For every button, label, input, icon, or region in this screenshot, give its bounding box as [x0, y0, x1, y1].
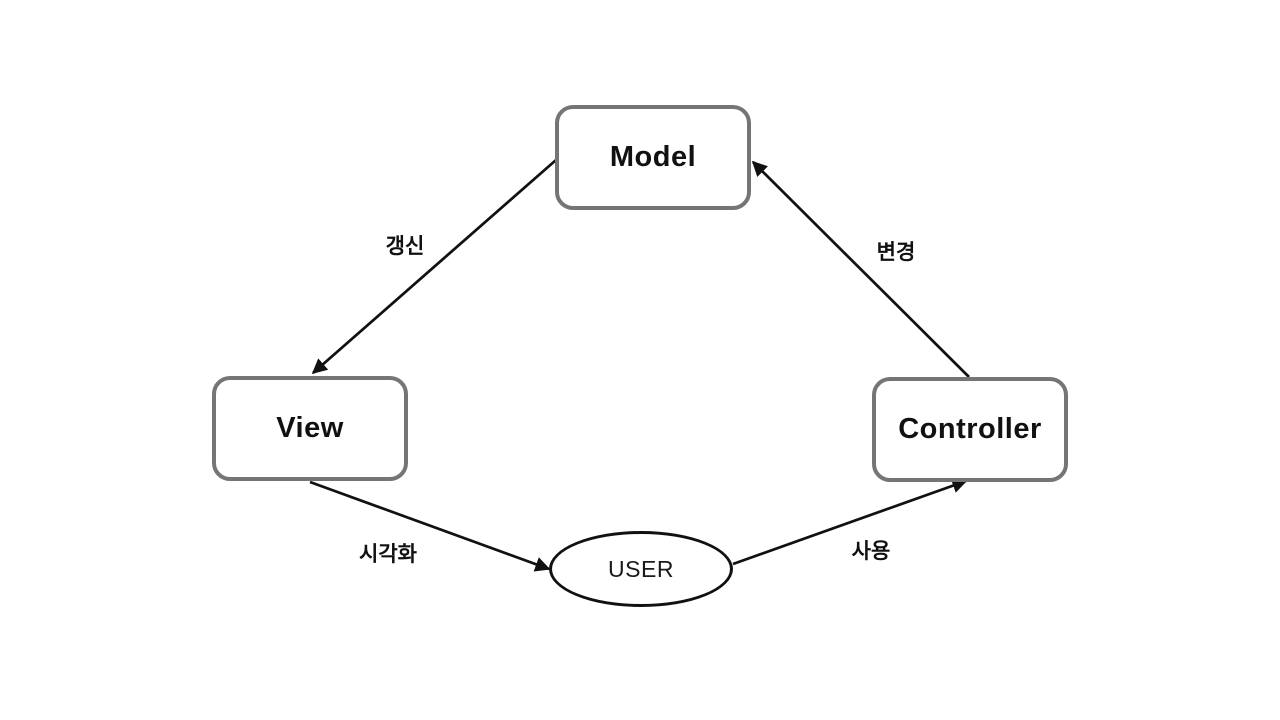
edge-user-to-controller-arrow	[732, 478, 968, 566]
node-view-label: View	[276, 412, 344, 444]
edge-label-change: 변경	[876, 241, 916, 264]
node-view: View	[212, 376, 408, 481]
node-controller: Controller	[872, 377, 1068, 482]
edge-label-update: 갱신	[385, 235, 425, 258]
edge-label-use: 사용	[851, 540, 891, 563]
node-model: Model	[555, 105, 751, 210]
node-controller-label: Controller	[898, 413, 1042, 445]
node-model-label: Model	[609, 141, 697, 173]
edge-controller-to-model-arrow	[751, 160, 970, 378]
edge-view-to-user-arrow	[309, 480, 551, 572]
edge-model-to-view-arrow	[311, 158, 557, 375]
node-user-label: USER	[608, 555, 674, 582]
node-user: USER	[549, 531, 733, 607]
edge-label-visualize: 시각화	[359, 543, 417, 566]
